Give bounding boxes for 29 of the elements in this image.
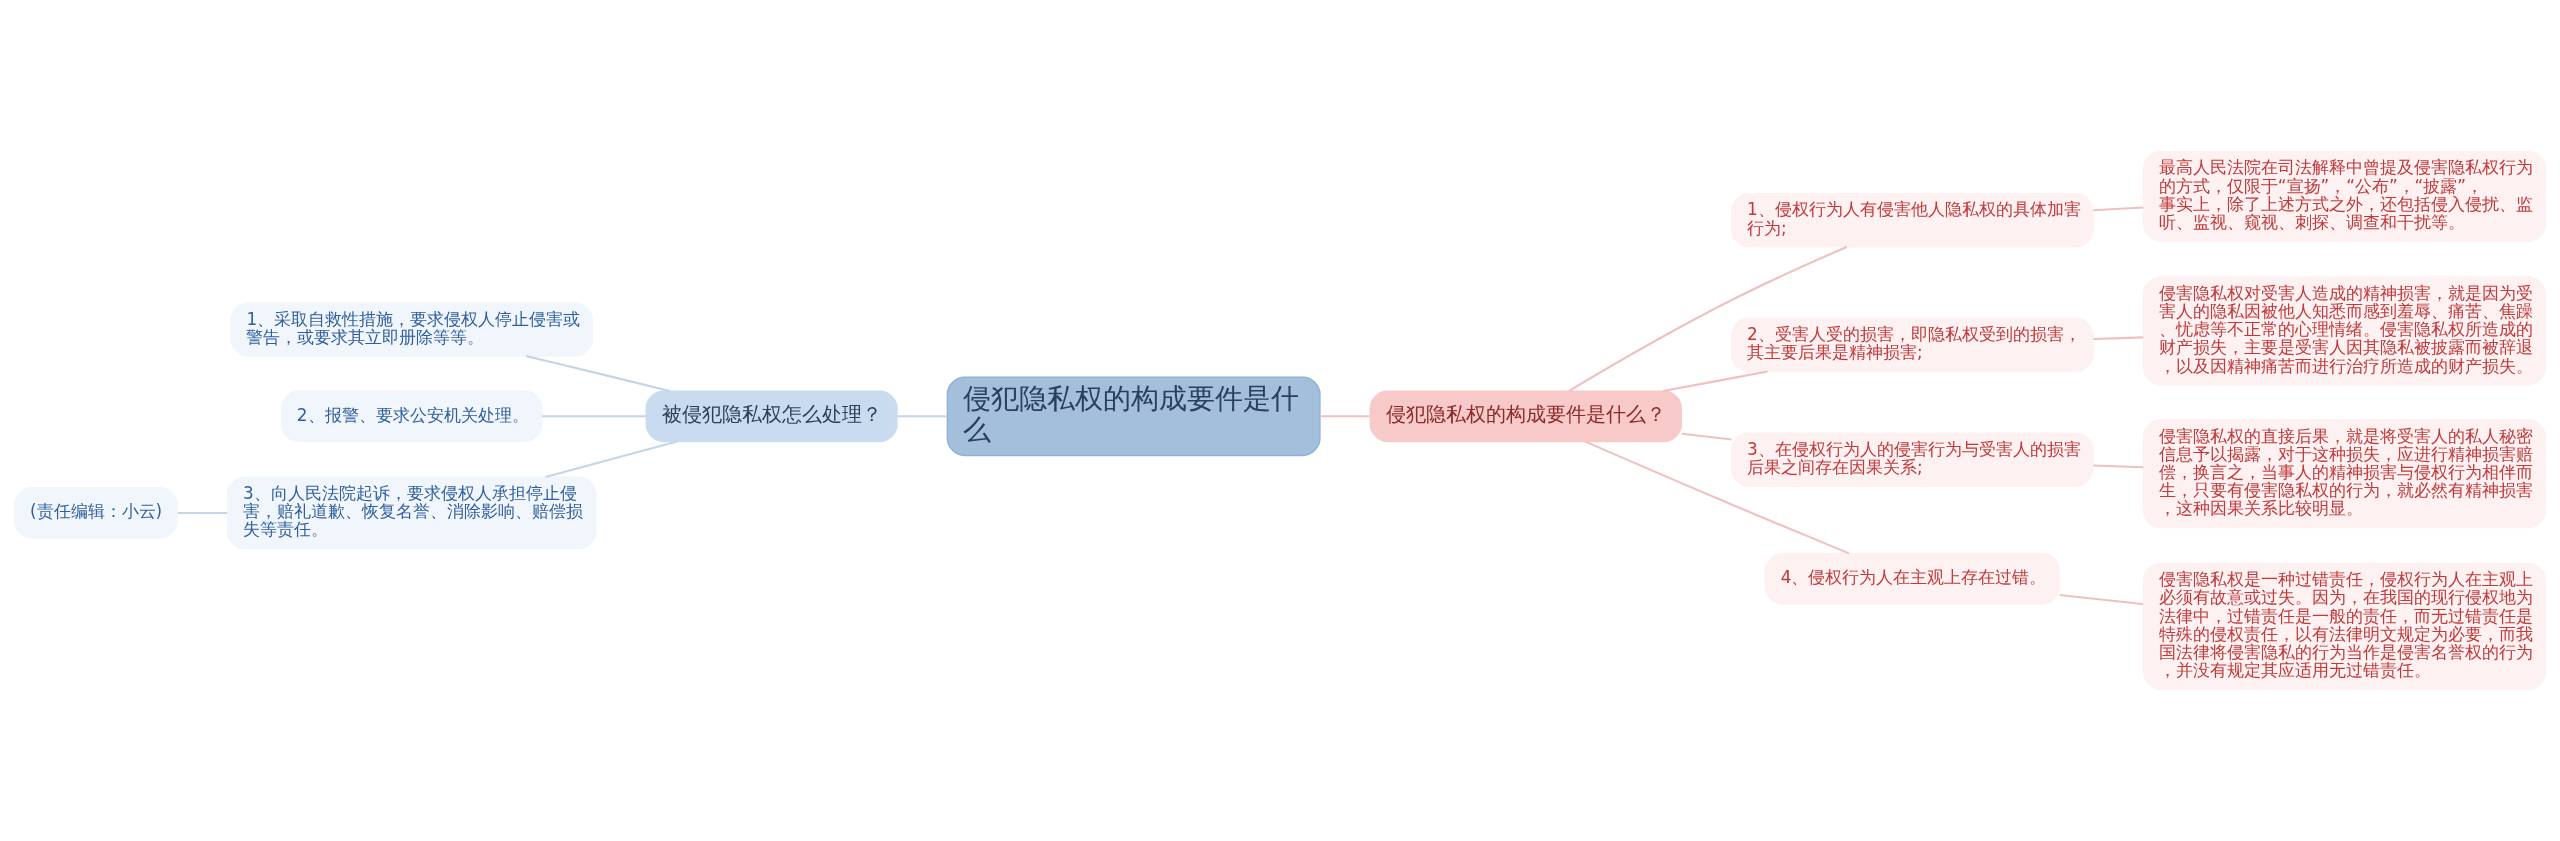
connector [897, 415, 948, 418]
connector [1681, 432, 1732, 441]
node-box: 侵害隐私权的直接后果，就是将受害人的私人秘密信息予以揭露，对于这种损失，应进行精神损害赔偿，换言之，当事人的精神损害与侵权行为相伴而生，只要有侵害隐私权的行为，就必然有精神损害，这种因果关系比较明显。 [2142, 419, 2547, 529]
connector [177, 511, 228, 514]
connector [2093, 336, 2144, 341]
node-box: 3、在侵权行为人的侵害行为与受害人的损害后果之间存在因果关系; [1730, 432, 2094, 487]
node-box: 侵犯隐私权的构成要件是什么？ [1369, 390, 1682, 443]
node-box: 3、向人民法院起诉，要求侵权人承担停止侵害，赔礼道歉、恢复名誉、消除影响、赔偿损失等责任。 [226, 476, 597, 550]
connector [542, 415, 647, 418]
connector [1584, 440, 1850, 555]
node-box: 1、采取自救性措施，要求侵权人停止侵害或警告，或要求其立即册除等等。 [230, 302, 594, 357]
node-box: 1、侵权行为人有侵害他人隐私权的具体加害行为; [1730, 192, 2094, 248]
node-box: 侵犯隐私权的构成要件是什么 [946, 376, 1321, 457]
connector [1662, 370, 1768, 393]
connector [545, 440, 678, 479]
node-box: 侵害隐私权是一种过错责任，侵权行为人在主观上必须有故意或过失。因为，在我国的现行侵权地为法律中，过错责任是一般的责任，而无过错责任是特殊的侵权责任，以有法律明文规定为必要，而我国法律将侵害隐私的行为当作是侵害名誉权的行为，并没有规定其应适用无过错责任。 [2142, 562, 2547, 691]
connector [2093, 464, 2144, 469]
connector [1320, 415, 1370, 418]
node-box: 4、侵权行为人在主观上存在过错。 [1764, 552, 2061, 605]
node-box: 2、受害人受的损害，即隐私权受到的损害，其主要后果是精神损害; [1730, 317, 2094, 373]
connector [2059, 593, 2144, 606]
connector [2093, 206, 2144, 212]
node-box: 最高人民法院在司法解释中曾提及侵害隐私权行为的方式，仅限于“宣扬”，“公布”，“披露”，事实上，除了上述方式之外，还包括侵入侵扰、监听、监视、窥视、刺探、调查和干扰等。 [2142, 150, 2547, 242]
node-box: 2、报警、要求公安机关处理。 [280, 390, 543, 443]
node-box: 侵害隐私权对受害人造成的精神损害，就是因为受害人的隐私因被他人知悉而感到羞辱、痛苦、焦躁、忧虑等不正常的心理情绪。侵害隐私权所造成的财产损失，主要是受害人因其隐私被披露而被辞退，以及因精神痛苦而进行治疗所造成的财产损失。 [2142, 276, 2547, 386]
node-box: 被侵犯隐私权怎么处理？ [645, 390, 898, 443]
node-box: (责任编辑：小云) [13, 487, 178, 539]
connector [525, 355, 670, 393]
connector [1568, 246, 1848, 392]
